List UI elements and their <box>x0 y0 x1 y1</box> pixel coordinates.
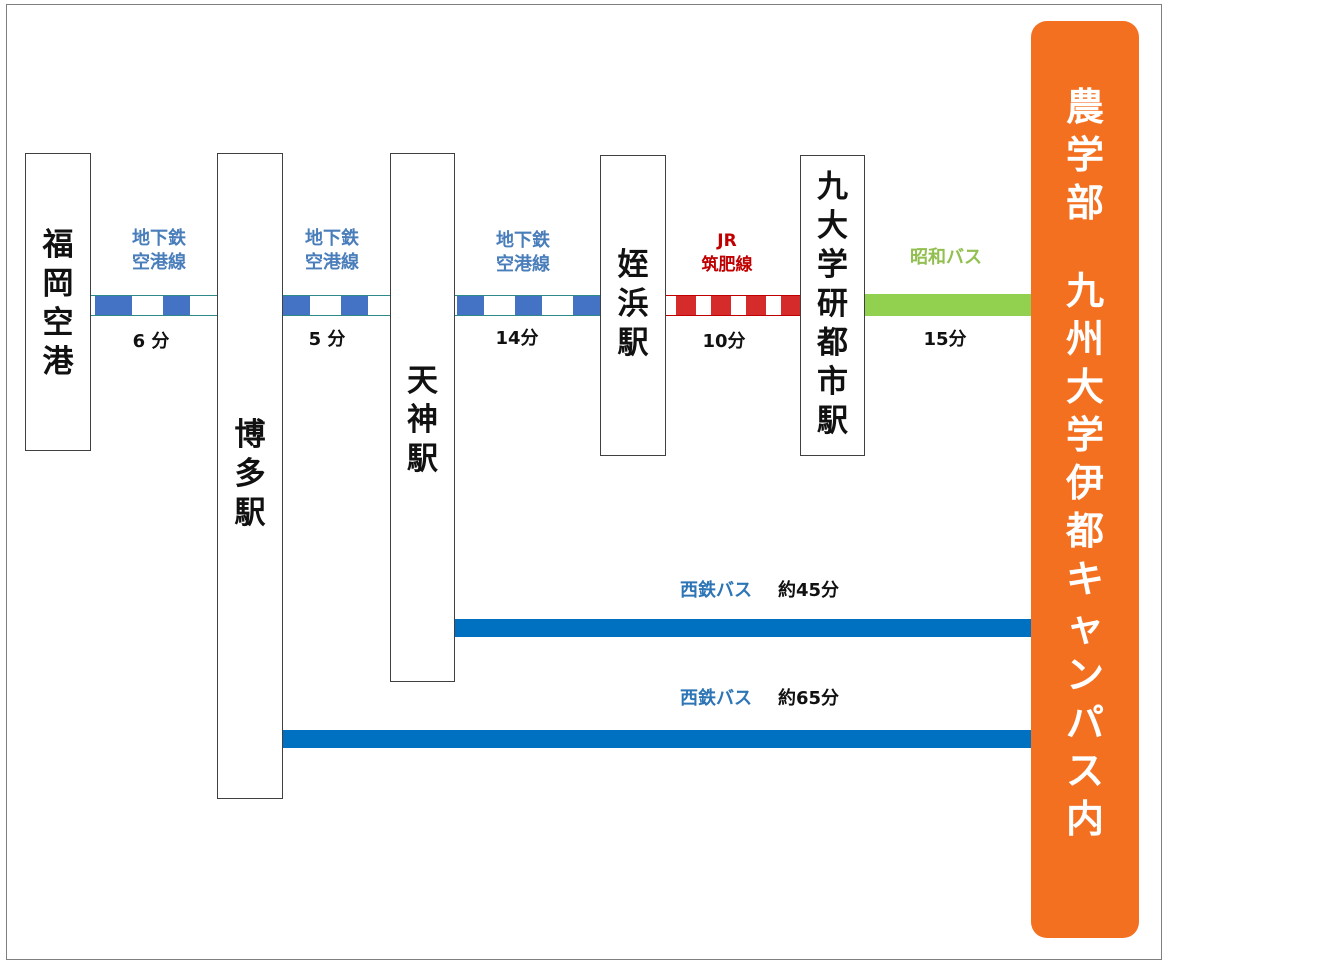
label-line: 筑肥線 <box>701 255 753 275</box>
char: 学 <box>817 247 848 283</box>
bus-time-label: 約65分 <box>778 688 840 709</box>
showa-bus-line <box>865 294 1031 316</box>
segment-line-label: 地下鉄空港線 <box>283 227 381 275</box>
segment-time-label: 10分 <box>702 331 746 352</box>
bus-time-label: 約45分 <box>778 580 840 601</box>
char: 神 <box>407 402 438 438</box>
char: 駅 <box>234 495 266 531</box>
segment-line-label: JR 筑肥線 <box>678 229 776 277</box>
station-name: 博多駅 <box>235 416 266 533</box>
station-fukuoka-airport: 福岡空港 <box>25 153 91 451</box>
char: 州 <box>1065 317 1104 361</box>
segment-line-label: 地下鉄空港線 <box>110 227 208 275</box>
char: 駅 <box>407 441 438 477</box>
station-name: 姪浜駅 <box>618 246 649 363</box>
char: 伊 <box>1065 461 1104 505</box>
segment-time-label: 6 分 <box>132 331 170 352</box>
char: 大 <box>1065 365 1104 409</box>
label-line: 地下鉄 <box>496 230 550 251</box>
char: キ <box>1065 557 1104 601</box>
label-line: 空港線 <box>132 252 186 273</box>
char: 空 <box>42 305 74 341</box>
subway-line-airport-hakata <box>91 295 217 316</box>
char: 市 <box>817 364 848 400</box>
char: 博 <box>234 417 266 453</box>
char: 学 <box>1065 133 1104 177</box>
nishitetsu-bus-line-tenjin <box>455 619 1031 637</box>
char: 都 <box>817 325 848 361</box>
char: 福 <box>42 227 74 263</box>
char: 岡 <box>42 266 74 302</box>
bus-line-label: 西鉄バス <box>680 580 752 601</box>
label-line: 空港線 <box>496 254 550 275</box>
bus-line-label: 西鉄バス <box>680 688 752 709</box>
nishitetsu-bus-line-hakata <box>283 730 1031 748</box>
char: 多 <box>234 456 266 492</box>
char: 姪 <box>617 247 649 283</box>
char: 駅 <box>817 403 848 439</box>
destination-box: 農学部 九州大学伊都キャンパス内 <box>1031 21 1139 938</box>
label-line: JR <box>717 231 737 251</box>
destination-line1: 農学部 <box>1066 83 1104 227</box>
diagram-frame <box>6 4 1162 960</box>
station-name: 天神駅 <box>407 362 438 479</box>
char: パ <box>1065 701 1104 745</box>
segment-line-label: 地下鉄空港線 <box>474 229 572 277</box>
char: 駅 <box>617 325 649 361</box>
char: 内 <box>1065 797 1104 841</box>
char: 九 <box>817 169 848 205</box>
label-line: 空港線 <box>305 252 359 273</box>
char: ス <box>1065 749 1104 793</box>
char: 農 <box>1065 85 1104 129</box>
station-kyudai-gakkentoshi: 九大学研都市駅 <box>800 155 865 456</box>
station-hakata: 博多駅 <box>217 153 283 799</box>
char: 研 <box>817 286 848 322</box>
segment-time-label: 14分 <box>495 328 539 349</box>
char: 学 <box>1065 413 1104 457</box>
char: 部 <box>1065 181 1104 225</box>
char: 都 <box>1065 509 1104 553</box>
label-line: 地下鉄 <box>305 228 359 249</box>
char: ン <box>1065 653 1104 697</box>
jr-line-meinohama-kyudai <box>666 295 800 316</box>
char: 天 <box>407 363 438 399</box>
station-name: 福岡空港 <box>43 226 74 382</box>
subway-line-tenjin-meinohama <box>455 295 600 316</box>
char: 九 <box>1065 269 1104 313</box>
char: 浜 <box>617 286 649 322</box>
station-tenjin: 天神駅 <box>390 153 455 682</box>
segment-line-label: 昭和バス <box>910 247 982 268</box>
char: 港 <box>42 344 74 380</box>
char: 大 <box>817 208 848 244</box>
label-line: 地下鉄 <box>132 228 186 249</box>
subway-line-hakata-tenjin <box>283 295 390 316</box>
station-name: 九大学研都市駅 <box>817 168 848 441</box>
char: ャ <box>1065 605 1104 649</box>
segment-time-label: 5 分 <box>308 329 346 350</box>
destination-line2: 九州大学伊都キャンパス内 <box>1066 267 1104 843</box>
station-meinohama: 姪浜駅 <box>600 155 666 456</box>
segment-time-label: 15分 <box>923 329 967 350</box>
